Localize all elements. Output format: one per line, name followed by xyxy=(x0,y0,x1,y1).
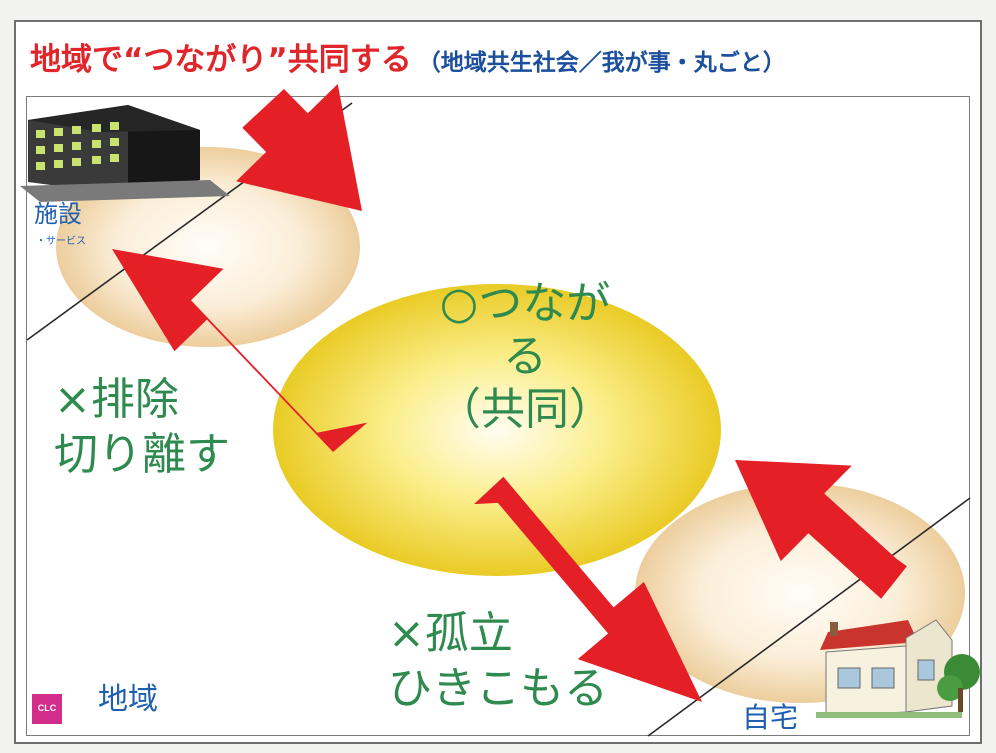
isolate-label: ×孤立 ひきこもる xyxy=(388,606,608,716)
community-label: 地域 xyxy=(98,682,158,717)
diagram-panel xyxy=(26,96,970,736)
home-boundary-line xyxy=(647,497,971,737)
page-title: 地域で“つながり”共同する（地域共生社会／我が事・丸ごと） xyxy=(30,34,786,79)
logo-icon: CLC xyxy=(32,694,62,724)
connect-label-line2: （共同） xyxy=(437,383,613,435)
house-icon xyxy=(816,619,980,718)
home-label: 自宅 xyxy=(742,701,799,734)
arrow-to-facility xyxy=(236,84,362,211)
arrow-exclude xyxy=(112,249,368,452)
connect-label: ○つながる （共同） xyxy=(420,278,630,436)
isolate-label-line1: ×孤立 xyxy=(388,608,513,659)
exclude-label-line2: 切り離す xyxy=(54,429,230,480)
title-subtitle: （地域共生社会／我が事・丸ごと） xyxy=(417,50,786,76)
arrow-isolate xyxy=(474,476,702,702)
facility-sub-label: ・サービス xyxy=(36,236,86,247)
title-main: 地域で“つながり”共同する xyxy=(30,42,412,78)
facility-label: 施設 xyxy=(34,200,82,228)
connect-label-line1: ○つながる xyxy=(439,278,611,382)
building-icon xyxy=(20,105,230,202)
exclude-label: ×排除 切り離す xyxy=(54,372,230,482)
exclude-label-line1: ×排除 xyxy=(54,374,179,425)
connect-oval xyxy=(273,284,721,576)
isolate-label-line2: ひきこもる xyxy=(388,663,608,714)
arrow-return-home xyxy=(735,460,907,599)
